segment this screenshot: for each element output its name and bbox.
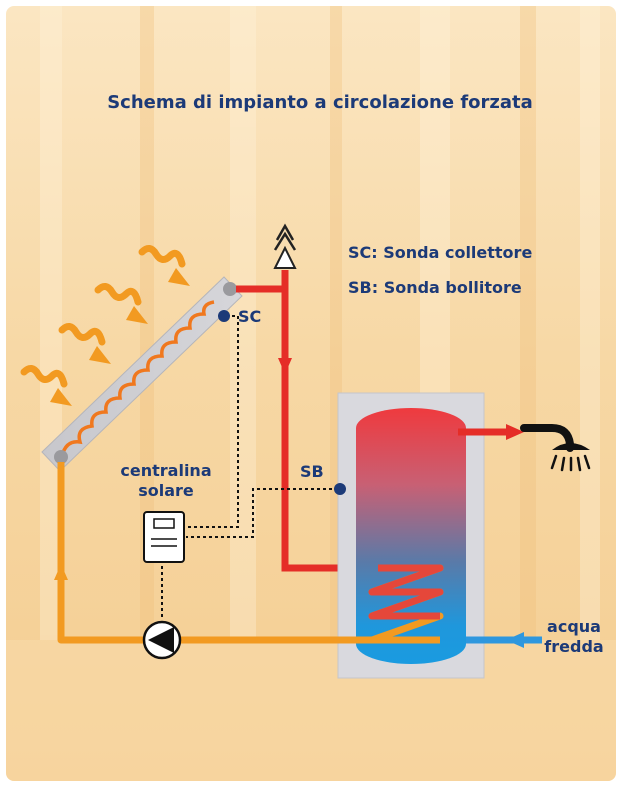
cold-water-label-2: fredda <box>544 637 603 656</box>
page-title: Schema di impianto a circolazione forzat… <box>107 92 533 113</box>
solar-collector <box>41 276 243 472</box>
cold-water-label-1: acqua <box>547 617 601 636</box>
controller-label-2: solare <box>138 481 194 500</box>
sensor-wiring <box>161 315 338 620</box>
hot-outlet-pipe <box>458 424 524 440</box>
sensor-dot-icon <box>218 310 230 322</box>
collector-coil <box>60 300 215 457</box>
controller-icon <box>143 511 185 563</box>
air-vent-icon <box>273 223 297 269</box>
controller-label-1: centralina <box>120 461 211 480</box>
sensor-sb-label: SB <box>300 462 324 481</box>
legend-sb: SB: Sonda bollitore <box>348 278 522 297</box>
solar-return-pipe <box>57 462 440 644</box>
storage-tank <box>337 392 485 679</box>
pump-icon <box>142 620 182 660</box>
solar-system-diagram: Schema di impianto a circolazione forzat… <box>6 6 616 781</box>
tank-heat-exchanger <box>368 564 444 644</box>
cold-water-pipe <box>466 632 542 648</box>
shower-icon <box>520 424 591 472</box>
sun-ray-icon <box>20 245 186 388</box>
sensor-sc-label: SC <box>238 307 261 326</box>
sun-ray-arrowheads <box>50 268 190 406</box>
legend-sc: SC: Sonda collettore <box>348 243 532 262</box>
flow-arrow-down <box>278 358 292 374</box>
flow-arrow-up <box>54 564 68 580</box>
sensor-dot-icon <box>334 483 346 495</box>
